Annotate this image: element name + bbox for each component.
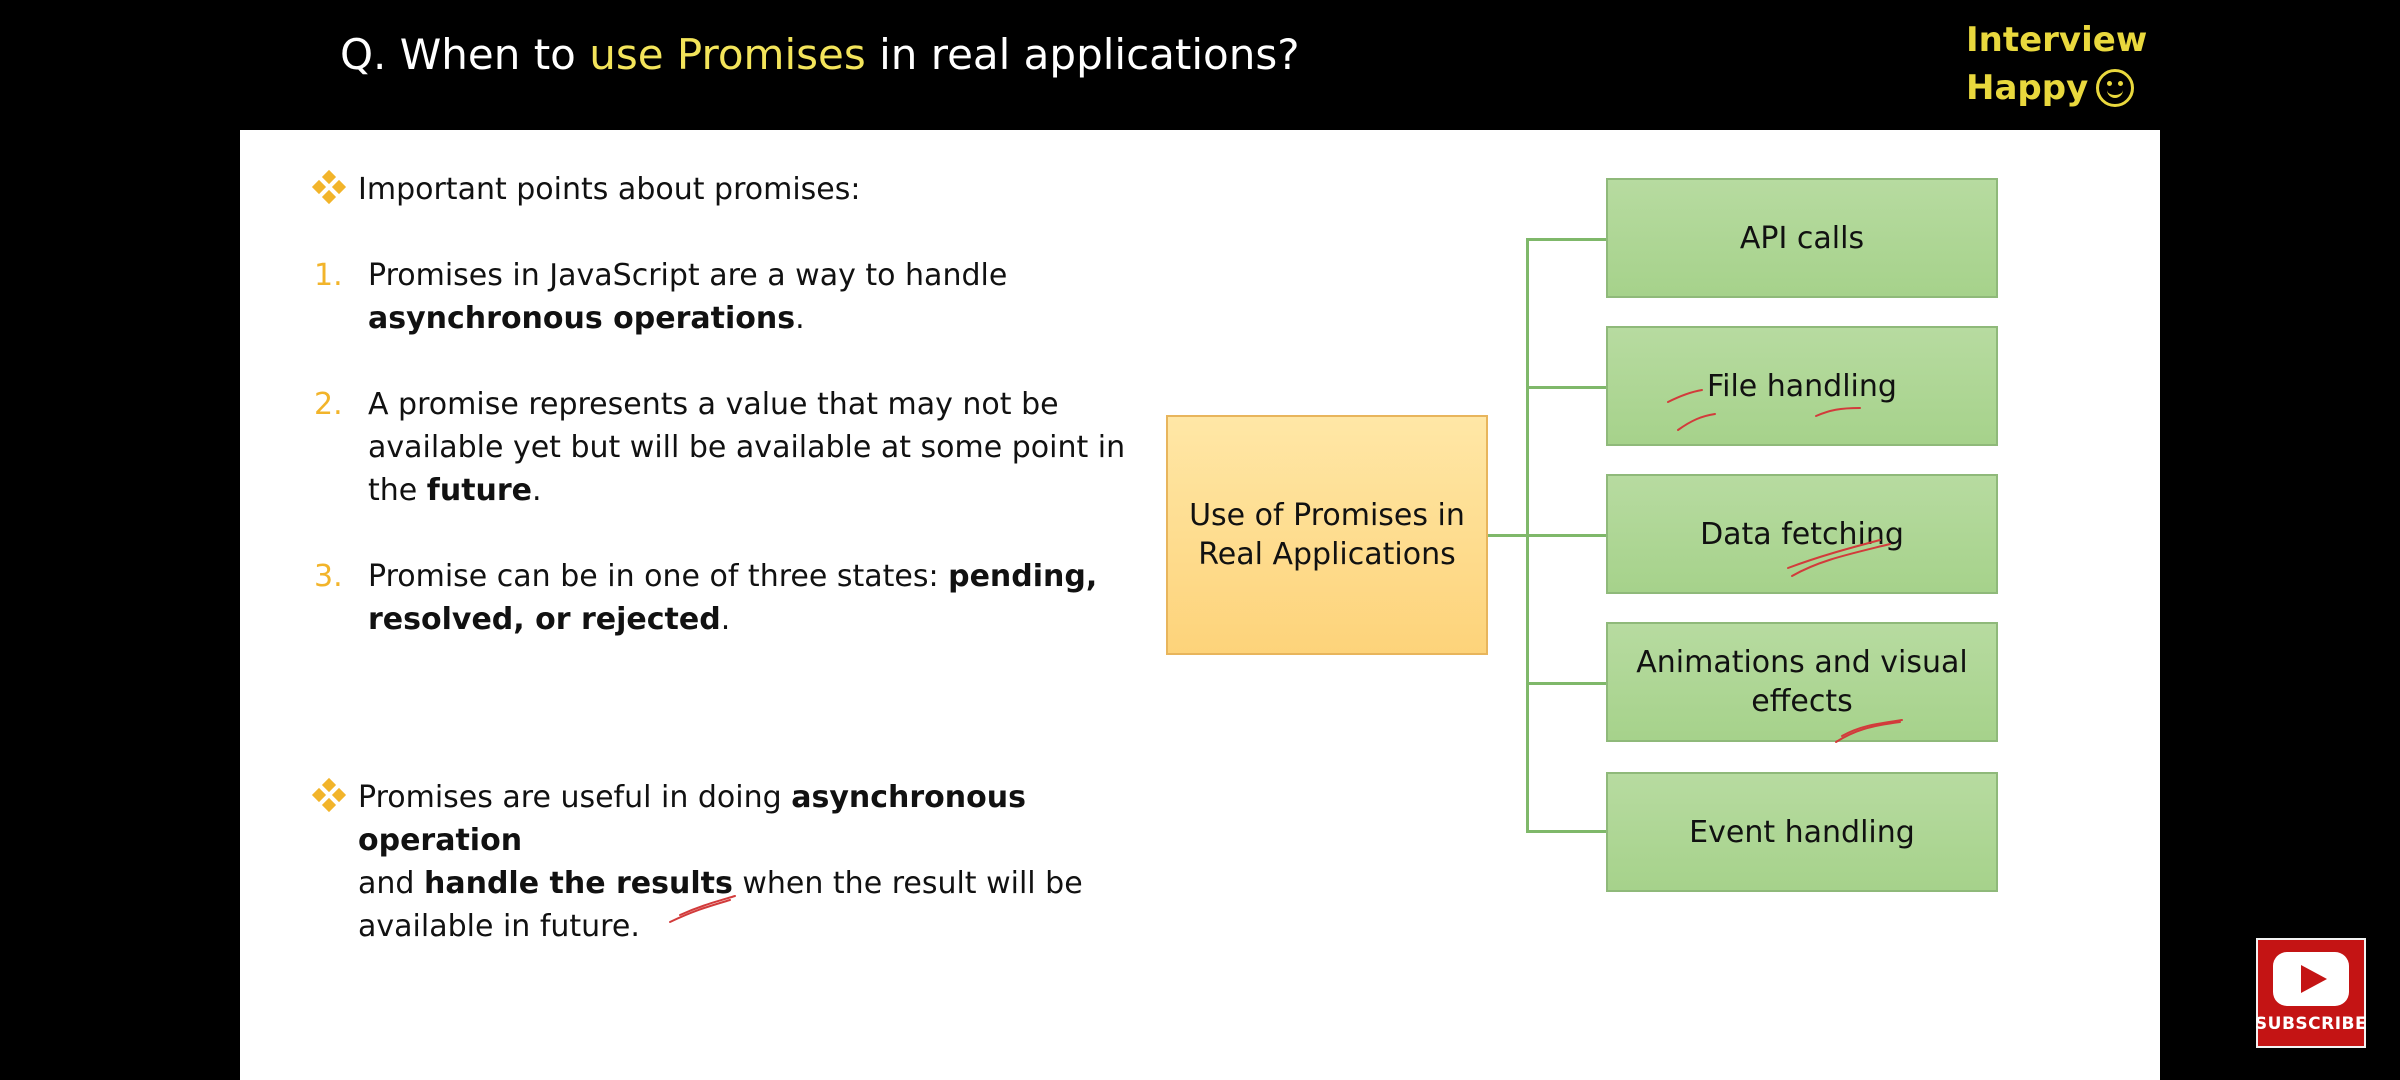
point-number: 3. bbox=[314, 559, 343, 594]
point-1-end: . bbox=[795, 301, 805, 336]
point-2-line: A promise represents a value that may no… bbox=[368, 387, 1059, 422]
connector-line bbox=[1526, 386, 1608, 389]
title-highlight: use Promises bbox=[589, 30, 866, 79]
point-2-bold: future bbox=[426, 473, 533, 508]
point-3-end: . bbox=[720, 602, 731, 637]
point-number: 2. bbox=[314, 387, 343, 422]
summary-bold: handle the results bbox=[423, 866, 733, 901]
diamond-bullet-icon bbox=[311, 777, 347, 813]
point-number: 1. bbox=[314, 258, 343, 293]
summary-line: when the result will be bbox=[732, 866, 1083, 901]
point-1-line: Promises in JavaScript are a way to hand… bbox=[368, 258, 1008, 293]
brand-line1: Interview bbox=[1966, 20, 2148, 60]
point-1-bold: asynchronous operations bbox=[368, 301, 796, 336]
diagram-center-box: Use of Promises in Real Applications bbox=[1166, 415, 1488, 655]
point-2-text: A promise represents a value that may no… bbox=[368, 383, 1128, 512]
subscribe-label: SUBSCRIBE bbox=[2254, 1014, 2368, 1034]
summary-line: Promises are useful in doing bbox=[358, 780, 792, 815]
point-3-text: Promise can be in one of three states: p… bbox=[368, 555, 1128, 641]
diagram-item-api-calls: API calls bbox=[1606, 178, 1998, 298]
summary-text: Promises are useful in doing asynchronou… bbox=[358, 776, 1158, 948]
point-2-end: . bbox=[532, 473, 542, 508]
diagram-item-animations: Animations and visual effects bbox=[1606, 622, 1998, 742]
subscribe-button[interactable]: SUBSCRIBE bbox=[2254, 938, 2368, 1048]
slide-content: Important points about promises: 1. Prom… bbox=[240, 130, 2160, 1080]
connector-line bbox=[1526, 534, 1608, 537]
smiley-icon bbox=[2096, 69, 2135, 107]
point-3-bold: resolved, or rejected bbox=[368, 602, 721, 637]
point-3-bold: pending, bbox=[948, 559, 1098, 594]
brand-line2: Happy bbox=[1966, 68, 2089, 108]
brand-logo: Interview Happy bbox=[1966, 16, 2147, 112]
connector-line bbox=[1526, 830, 1608, 833]
point-2-line: available yet but will be available at s… bbox=[368, 430, 1126, 465]
diagram-item-file-handling: File handling bbox=[1606, 326, 1998, 446]
point-1-text: Promises in JavaScript are a way to hand… bbox=[368, 254, 1088, 340]
diagram-item-data-fetching: Data fetching bbox=[1606, 474, 1998, 594]
title-suffix: in real applications? bbox=[865, 30, 1300, 79]
diagram-item-event-handling: Event handling bbox=[1606, 772, 1998, 892]
summary-bold: asynchronous operation bbox=[358, 780, 1026, 858]
summary-line: and bbox=[358, 866, 424, 901]
diamond-bullet-icon bbox=[311, 169, 347, 205]
slide-title: Q. When to use Promises in real applicat… bbox=[340, 30, 1300, 79]
title-prefix: Q. When to bbox=[340, 30, 590, 79]
connector-line bbox=[1488, 534, 1528, 537]
connector-line bbox=[1526, 682, 1608, 685]
youtube-play-icon bbox=[2273, 952, 2349, 1006]
point-2-line: the bbox=[368, 473, 418, 508]
intro-text: Important points about promises: bbox=[358, 172, 861, 207]
connector-line bbox=[1526, 238, 1608, 241]
summary-line: available in future. bbox=[358, 909, 640, 944]
point-3-line: Promise can be in one of three states: bbox=[368, 559, 949, 594]
